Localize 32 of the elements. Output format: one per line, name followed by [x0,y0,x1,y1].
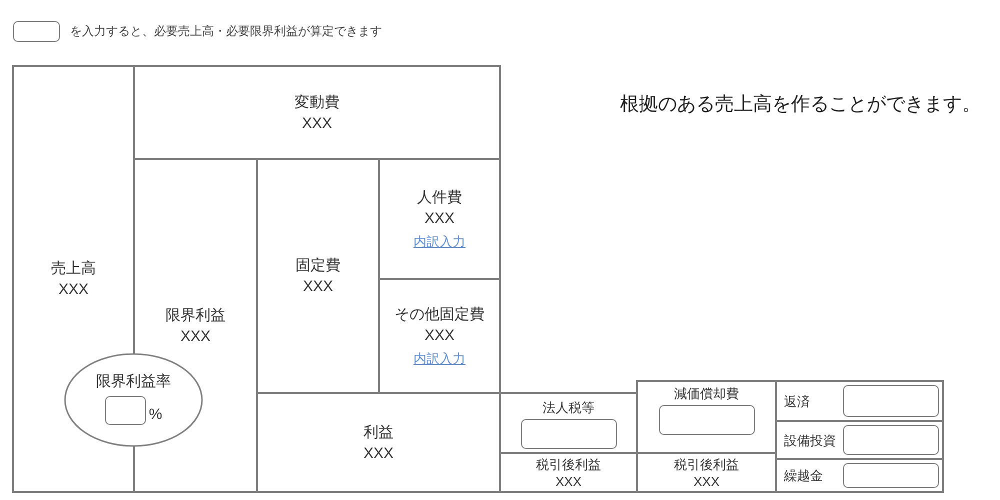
cell-label: 人件費 [417,188,462,208]
note-text: 根拠のある売上高を作ることができます。 [620,93,981,117]
breakdown-link: 内訳入力 [414,350,466,368]
amount-text: XXX [302,114,332,134]
cell-label: 利益 [364,422,394,442]
amount-text: XXX [424,208,454,228]
cell-label: 限界利益 [166,306,226,326]
amount-text: XXX [424,326,454,346]
ratio-label: 限界利益率 [96,372,171,392]
row-label: 設備投資 [784,432,836,450]
breakdown-link: 内訳入力 [414,232,466,250]
row-label: 繰越金 [784,467,823,485]
cell-label: 法人税等 [542,399,594,417]
cell-label: 固定費 [296,256,340,276]
amount-text: XXX [693,472,720,490]
percent-sign: % [148,405,162,425]
amount-text: XXX [302,277,333,297]
input-row [775,380,944,422]
cell-label: その他固定費 [394,304,484,324]
input-row [775,458,944,493]
cell-label: 変動費 [294,92,340,112]
cell-label: 税引後利益 [674,456,739,472]
amount-text: XXX [180,326,210,346]
cell-label: 減価償却費 [674,385,739,403]
instruction-text: を入力すると、必要売上高・必要限界利益が算定できます [70,23,382,40]
amount-text: XXX [555,472,582,490]
grid-cell [133,65,501,160]
cell-label: 売上高 [51,259,96,279]
amount-text: XXX [363,444,394,464]
row-label: 返済 [784,392,810,410]
cell-label: 税引後利益 [536,456,601,472]
amount-text: XXX [58,280,88,300]
